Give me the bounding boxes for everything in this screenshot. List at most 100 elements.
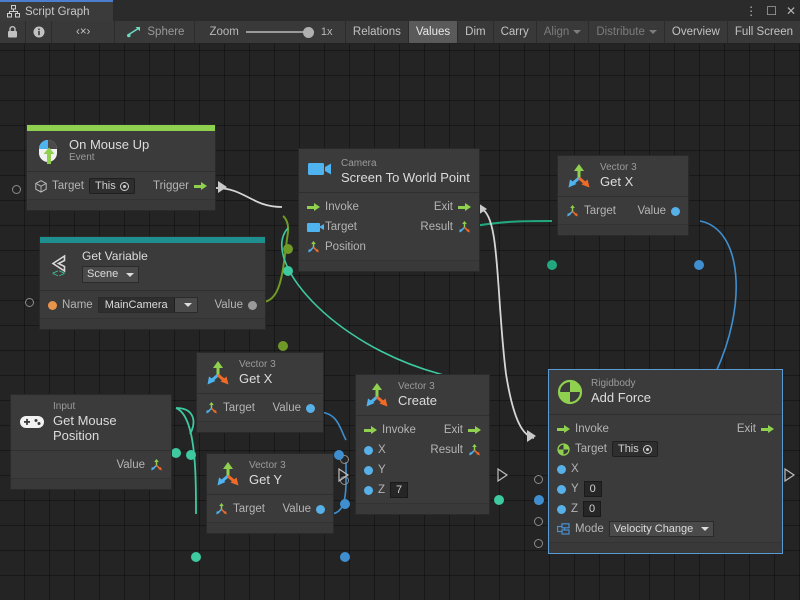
float-port-icon[interactable] xyxy=(557,464,566,474)
port-create-x-in[interactable] xyxy=(340,499,350,509)
vector3-port-icon[interactable] xyxy=(566,205,579,217)
z-input[interactable]: 0 xyxy=(583,501,602,518)
external-port-addforce-mode[interactable] xyxy=(534,539,543,548)
port-create-result-out[interactable] xyxy=(494,495,504,505)
port-addforce-x-in[interactable] xyxy=(534,495,544,505)
port-gety-target[interactable] xyxy=(191,552,201,562)
maximize-icon[interactable]: ☐ xyxy=(766,3,777,18)
vector3-port-icon[interactable] xyxy=(150,459,163,471)
port-stwp-result[interactable] xyxy=(547,260,557,270)
float-port-icon[interactable] xyxy=(364,485,373,495)
node-body: Value xyxy=(11,451,171,479)
flow-out-icon[interactable] xyxy=(468,425,481,435)
node-get-variable[interactable]: <> Get Variable Scene Name MainCamera xyxy=(39,236,266,331)
vector3-port-icon[interactable] xyxy=(205,402,218,414)
toolbar-button-distribute[interactable]: Distribute xyxy=(589,21,665,43)
vector3-port-icon[interactable] xyxy=(307,241,320,253)
flow-out-icon[interactable] xyxy=(194,181,207,191)
node-rigidbody-add-force[interactable]: Rigidbody Add Force Invoke Exit xyxy=(548,369,783,555)
node-vector3-create[interactable]: Vector 3 Create Invoke Exit X xyxy=(355,374,490,516)
float-port-icon[interactable] xyxy=(306,403,315,413)
chevron-down-icon[interactable] xyxy=(175,298,197,312)
target-value-pill[interactable]: This xyxy=(88,178,135,195)
node-input-get-mouse-position[interactable]: Input Get Mouse Position Value xyxy=(10,394,172,491)
port-gety-value-out[interactable] xyxy=(340,552,350,562)
port-input-value-out[interactable] xyxy=(171,448,181,458)
port-label-target: Target xyxy=(233,503,265,516)
node-row-right: Exit xyxy=(737,423,774,435)
code-view-button[interactable]: ‹×› xyxy=(52,21,116,43)
external-port-addforce-z[interactable] xyxy=(534,517,543,526)
rigidbody-port-icon[interactable] xyxy=(557,442,570,456)
node-subtitle: Vector 3 xyxy=(239,359,276,370)
vector3-port-icon[interactable] xyxy=(458,221,471,233)
float-port-icon[interactable] xyxy=(364,445,373,455)
toolbar-button-relations[interactable]: Relations xyxy=(345,21,409,43)
force-mode-dropdown[interactable]: Velocity Change xyxy=(608,521,715,538)
toolbar-button-dim[interactable]: Dim xyxy=(458,21,494,43)
node-subtitle: Camera xyxy=(341,158,377,169)
target-value-pill[interactable]: This xyxy=(611,441,658,458)
lock-icon[interactable] xyxy=(0,21,26,43)
node-vector3-get-x-mid[interactable]: Vector 3 Get X Target Value xyxy=(196,352,324,434)
graph-canvas[interactable]: On Mouse Up Event Target This xyxy=(0,44,800,600)
node-row-z: Z 0 xyxy=(549,499,782,519)
toolbar-button-overview[interactable]: Overview xyxy=(664,21,728,43)
port-variable-value[interactable] xyxy=(278,341,288,351)
node-title-block: On Mouse Up Event xyxy=(69,137,149,164)
flow-in-icon[interactable] xyxy=(307,202,320,212)
flow-out-icon[interactable] xyxy=(458,202,471,212)
float-port-icon[interactable] xyxy=(364,465,373,475)
node-vector3-get-x-top[interactable]: Vector 3 Get X Target Value xyxy=(557,155,689,237)
script-graph-icon xyxy=(7,5,20,18)
string-port-icon[interactable] xyxy=(48,300,57,310)
float-port-icon[interactable] xyxy=(671,206,680,216)
port-getx-mid-value-out[interactable] xyxy=(334,450,344,460)
port-stwp-target[interactable] xyxy=(283,244,293,254)
port-label-value: Value xyxy=(272,402,301,415)
graph-object[interactable]: Sphere xyxy=(115,21,196,43)
vector3-port-icon[interactable] xyxy=(215,503,228,515)
vector3-port-icon[interactable] xyxy=(468,444,481,456)
external-port-target[interactable] xyxy=(12,185,21,194)
zoom-slider-knob[interactable] xyxy=(302,26,314,38)
zoom-slider[interactable] xyxy=(245,26,314,38)
camera-port-icon[interactable] xyxy=(307,222,324,232)
flow-out-icon[interactable] xyxy=(761,424,774,434)
kebab-menu-icon[interactable]: ⋮ xyxy=(745,3,758,18)
toolbar-button-carry[interactable]: Carry xyxy=(493,21,537,43)
value-port-icon[interactable] xyxy=(248,300,257,310)
node-vector3-get-y[interactable]: Vector 3 Get Y Target Value xyxy=(206,453,334,535)
node-screen-to-world-point[interactable]: Camera Screen To World Point Invoke Exit… xyxy=(298,148,480,273)
port-getx-value-out[interactable] xyxy=(694,260,704,270)
external-port-name[interactable] xyxy=(25,298,34,307)
node-body: Target This Trigger xyxy=(27,172,215,200)
port-label-exit: Exit xyxy=(736,423,756,436)
flow-in-icon[interactable] xyxy=(364,425,377,435)
port-getx-mid-target[interactable] xyxy=(186,450,196,460)
toolbar-button-values[interactable]: Values xyxy=(408,21,459,43)
close-icon[interactable]: ✕ xyxy=(785,3,796,18)
port-stwp-position[interactable] xyxy=(283,266,293,276)
variable-kind-dropdown[interactable]: Scene xyxy=(82,266,140,284)
z-input[interactable]: 7 xyxy=(390,482,409,499)
float-port-icon[interactable] xyxy=(557,504,566,514)
port-label-target: Target xyxy=(575,443,607,456)
enum-port-icon[interactable] xyxy=(557,523,570,535)
node-on-mouse-up[interactable]: On Mouse Up Event Target This xyxy=(26,124,216,212)
info-icon[interactable] xyxy=(26,21,52,43)
toolbar-button-align[interactable]: Align xyxy=(536,21,590,43)
float-port-icon[interactable] xyxy=(557,484,566,494)
tab-label: Script Graph xyxy=(25,5,90,18)
float-port-icon[interactable] xyxy=(316,504,325,514)
external-port-addforce-x[interactable] xyxy=(534,475,543,484)
target-dot-icon xyxy=(642,444,652,454)
node-type: Event xyxy=(69,152,95,164)
tab-script-graph[interactable]: Script Graph xyxy=(0,0,113,21)
flow-in-icon[interactable] xyxy=(557,424,570,434)
toolbar-button-full-screen[interactable]: Full Screen xyxy=(727,21,800,43)
variable-name-dropdown[interactable]: MainCamera xyxy=(97,297,198,314)
port-label-value: Value xyxy=(637,205,666,218)
port-label-mode: Mode xyxy=(575,523,604,536)
y-input[interactable]: 0 xyxy=(583,481,602,498)
